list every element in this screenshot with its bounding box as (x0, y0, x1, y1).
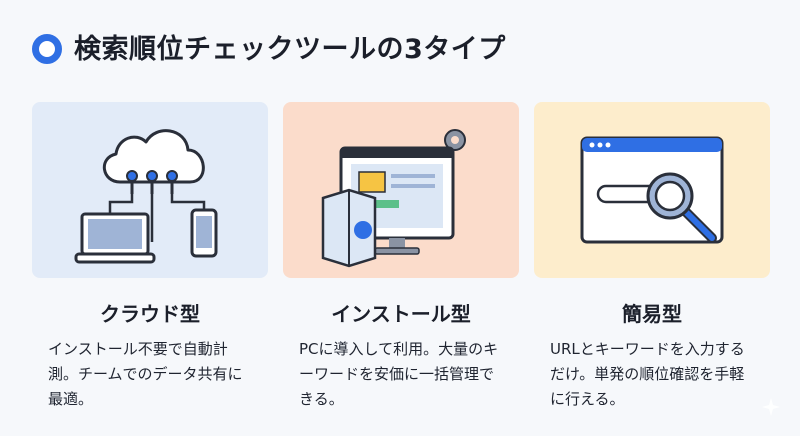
card-description-cloud: インストール不要で自動計測。チームでのデータ共有に最適。 (48, 340, 243, 408)
header: 検索順位チェックツールの3タイプ (32, 34, 506, 64)
card-title-cloud: クラウド型 (100, 302, 200, 326)
card-description-simple: URLとキーワードを入力するだけ。単発の順位確認を手軽に行える。 (550, 340, 745, 408)
page-title: 検索順位チェックツールの3タイプ (74, 33, 506, 65)
card-cloud (32, 102, 268, 278)
card-install (283, 102, 519, 278)
ring-icon (32, 34, 62, 64)
browser-search-icon (580, 136, 724, 244)
card-simple (534, 102, 770, 278)
cloud-devices-icon (74, 129, 218, 264)
card-title-install: インストール型 (331, 302, 471, 326)
desktop-software-icon (321, 129, 466, 268)
sparkle-icon (762, 398, 780, 416)
card-title-simple: 簡易型 (622, 302, 682, 326)
card-description-install: PCに導入して利用。大量のキーワードを安価に一括管理できる。 (299, 340, 499, 408)
